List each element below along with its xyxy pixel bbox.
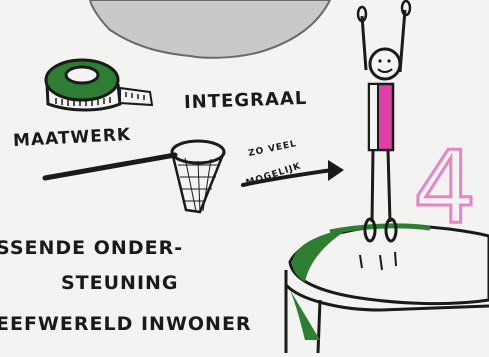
label-leefwereld-inwoner: EEFWERELD INWONER [0,313,252,335]
arrow-icon [241,160,344,187]
grey-bubble-shape [88,0,332,59]
net-icon [42,139,226,214]
label-passende-ondersteuning-1: SSENDE ONDER- [0,237,184,259]
stick-figure-icon [356,0,412,243]
big-number-4: 4 [413,129,477,246]
tape-measure-icon [44,58,154,112]
label-integraal: INTEGRAAL [183,87,308,114]
label-passende-ondersteuning-2: STEUNING [61,272,179,294]
trampoline-icon [284,223,489,354]
